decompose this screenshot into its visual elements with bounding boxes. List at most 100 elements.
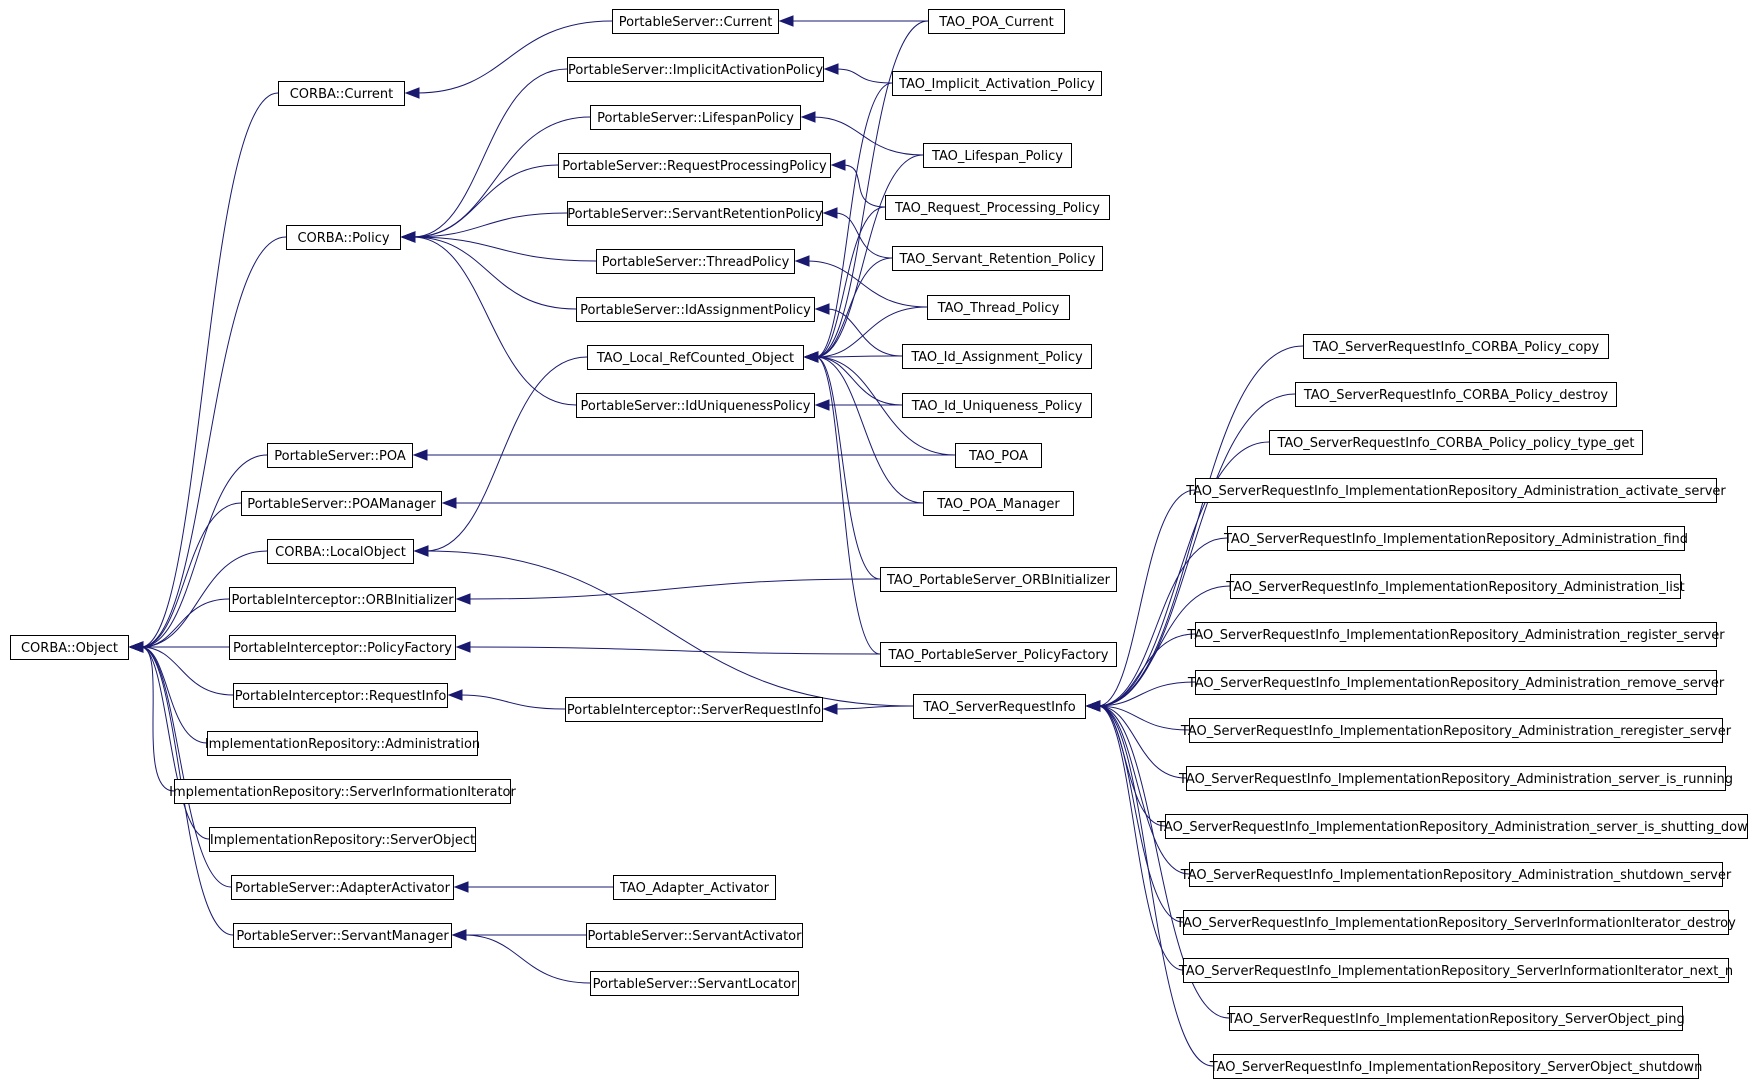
class-node-sri_admin_remove[interactable]: TAO_ServerRequestInfo_ImplementationRepo… [1187, 670, 1725, 695]
inheritance-edge [815, 356, 881, 655]
class-box [1195, 622, 1717, 647]
class-node-sri_admin_shuttingdown[interactable]: TAO_ServerRequestInfo_ImplementationRepo… [1156, 814, 1748, 839]
class-node-tao_servantret[interactable]: TAO_Servant_Retention_Policy [892, 246, 1103, 271]
class-node-ir_serverobject[interactable]: ImplementationRepository::ServerObject [209, 827, 476, 852]
class-node-tao_idassign[interactable]: TAO_Id_Assignment_Policy [902, 344, 1092, 369]
class-node-sri_admin_register[interactable]: TAO_ServerRequestInfo_ImplementationRepo… [1186, 622, 1725, 647]
class-node-sri_so_ping[interactable]: TAO_ServerRequestInfo_ImplementationRepo… [1226, 1006, 1685, 1031]
class-box [207, 731, 478, 756]
class-node-ps_servantlocator[interactable]: PortableServer::ServantLocator [590, 971, 799, 996]
inheritance-edge [140, 550, 268, 648]
class-node-tao_poa_current[interactable]: TAO_POA_Current [928, 9, 1065, 34]
class-node-sri_so_shutdown[interactable]: TAO_ServerRequestInfo_ImplementationRepo… [1209, 1054, 1703, 1079]
class-node-sri_admin_list[interactable]: TAO_ServerRequestInfo_ImplementationRepo… [1225, 574, 1685, 599]
arrowhead [404, 87, 420, 99]
arrowhead [455, 593, 471, 605]
class-node-corba_current[interactable]: CORBA::Current [278, 81, 405, 106]
class-node-corba_object[interactable]: CORBA::Object [10, 635, 129, 660]
arrowhead [814, 399, 830, 411]
class-node-ps_iduniq[interactable]: PortableServer::IdUniquenessPolicy [576, 393, 815, 418]
class-node-pi_policyfactory[interactable]: PortableInterceptor::PolicyFactory [229, 635, 456, 660]
class-box [596, 249, 795, 274]
class-label: PortableServer::AdapterActivator [235, 881, 451, 896]
class-node-tao_lifespan[interactable]: TAO_Lifespan_Policy [923, 143, 1072, 168]
inheritance-edge [140, 502, 242, 648]
class-node-sri_admin_find[interactable]: TAO_ServerRequestInfo_ImplementationRepo… [1223, 526, 1688, 551]
class-node-sri_policy_typeget[interactable]: TAO_ServerRequestInfo_CORBA_Policy_polic… [1269, 430, 1643, 455]
class-node-tao_reqproc[interactable]: TAO_Request_Processing_Policy [885, 195, 1110, 220]
inheritance-edge [806, 260, 928, 308]
inheritance-edge [1097, 705, 1187, 779]
class-node-tao_adapteractivator[interactable]: TAO_Adapter_Activator [613, 875, 776, 900]
class-node-ps_current[interactable]: PortableServer::Current [612, 9, 779, 34]
class-node-ps_servantactivator[interactable]: PortableServer::ServantActivator [586, 923, 803, 948]
class-node-pi_serverreqinfo[interactable]: PortableInterceptor::ServerRequestInfo [565, 697, 823, 722]
class-node-ps_poa[interactable]: PortableServer::POA [267, 443, 413, 468]
class-node-sri_admin_running[interactable]: TAO_ServerRequestInfo_ImplementationRepo… [1178, 766, 1733, 791]
class-node-ps_implicit[interactable]: PortableServer::ImplicitActivationPolicy [567, 57, 824, 82]
class-label: PortableServer::ThreadPolicy [602, 255, 790, 270]
class-node-sri_iter_nextn[interactable]: TAO_ServerRequestInfo_ImplementationRepo… [1178, 958, 1733, 983]
class-node-ps_servantmanager[interactable]: PortableServer::ServantManager [233, 923, 452, 948]
class-node-tao_ps_policyfactory[interactable]: TAO_PortableServer_PolicyFactory [880, 642, 1117, 667]
class-box [1230, 574, 1681, 599]
class-box [955, 443, 1042, 468]
class-box [233, 683, 448, 708]
class-box [1195, 670, 1717, 695]
class-label: PortableServer::ServantLocator [593, 977, 797, 992]
class-node-sri_policy_copy[interactable]: TAO_ServerRequestInfo_CORBA_Policy_copy [1303, 334, 1609, 359]
class-node-corba_policy[interactable]: CORBA::Policy [286, 225, 401, 250]
class-node-sri_iter_destroy[interactable]: TAO_ServerRequestInfo_ImplementationRepo… [1175, 910, 1736, 935]
class-node-ps_idassign[interactable]: PortableServer::IdAssignmentPolicy [576, 297, 815, 322]
arrowhead [778, 15, 794, 27]
class-node-tao_ps_orbinit[interactable]: TAO_PortableServer_ORBInitializer [880, 567, 1117, 592]
class-node-ps_poamanager[interactable]: PortableServer::POAManager [241, 491, 442, 516]
arrowhead [794, 255, 810, 267]
inheritance-edge [425, 356, 588, 552]
class-label: TAO_Implicit_Activation_Policy [898, 77, 1095, 92]
inheritance-edge [1097, 705, 1214, 1067]
class-node-tao_localref[interactable]: TAO_Local_RefCounted_Object [587, 345, 804, 370]
inheritance-edge [1097, 705, 1184, 923]
class-node-tao_thread[interactable]: TAO_Thread_Policy [927, 295, 1070, 320]
class-node-ps_reqproc[interactable]: PortableServer::RequestProcessingPolicy [558, 153, 831, 178]
class-node-sri_policy_destroy[interactable]: TAO_ServerRequestInfo_CORBA_Policy_destr… [1295, 382, 1617, 407]
class-node-sri_admin_activate[interactable]: TAO_ServerRequestInfo_ImplementationRepo… [1185, 478, 1726, 503]
inheritance-edge [834, 705, 914, 710]
class-node-tao_poa[interactable]: TAO_POA [955, 443, 1042, 468]
inheritance-edge [140, 454, 268, 648]
class-label: TAO_POA_Manager [936, 497, 1060, 512]
class-label: TAO_ServerRequestInfo_ImplementationRepo… [1223, 532, 1688, 547]
arrowhead [128, 641, 144, 653]
class-node-sri_admin_reregister[interactable]: TAO_ServerRequestInfo_ImplementationRepo… [1180, 718, 1732, 743]
class-node-tao_poamanager[interactable]: TAO_POA_Manager [923, 491, 1074, 516]
inheritance-edge [412, 236, 577, 406]
class-node-tao_iduniq[interactable]: TAO_Id_Uniqueness_Policy [902, 393, 1092, 418]
inheritance-edge [815, 257, 893, 358]
class-label: TAO_ServerRequestInfo_ImplementationRepo… [1226, 1012, 1685, 1027]
class-box [565, 697, 823, 722]
class-node-pi_orbinit[interactable]: PortableInterceptor::ORBInitializer [229, 587, 456, 612]
class-node-corba_localobject[interactable]: CORBA::LocalObject [267, 539, 414, 564]
class-node-ps_thread[interactable]: PortableServer::ThreadPolicy [596, 249, 795, 274]
class-node-ps_lifespan[interactable]: PortableServer::LifespanPolicy [590, 105, 801, 130]
class-label: TAO_ServerRequestInfo_ImplementationRepo… [1187, 676, 1725, 691]
class-node-tao_serverreqinfo[interactable]: TAO_ServerRequestInfo [913, 694, 1086, 719]
class-node-pi_requestinfo[interactable]: PortableInterceptor::RequestInfo [233, 683, 448, 708]
class-node-sri_admin_shutdown[interactable]: TAO_ServerRequestInfo_ImplementationRepo… [1180, 862, 1732, 887]
class-label: PortableServer::RequestProcessingPolicy [562, 159, 827, 174]
class-box [1303, 334, 1609, 359]
class-node-ir_admin[interactable]: ImplementationRepository::Administration [205, 731, 480, 756]
class-node-ir_serverinfoiter[interactable]: ImplementationRepository::ServerInformat… [169, 779, 516, 804]
inheritance-edge [463, 934, 591, 984]
class-label: TAO_POA [968, 449, 1028, 464]
inheritance-edge [1097, 705, 1230, 1019]
class-node-tao_implicit[interactable]: TAO_Implicit_Activation_Policy [892, 71, 1102, 96]
inheritance-edge [1097, 705, 1184, 971]
inheritance-edge [425, 550, 914, 707]
inheritance-edge [1097, 585, 1231, 707]
inheritance-edge [412, 236, 597, 262]
class-node-ps_adapteractivator[interactable]: PortableServer::AdapterActivator [231, 875, 454, 900]
class-node-ps_servantret[interactable]: PortableServer::ServantRetentionPolicy [567, 201, 823, 226]
inheritance-edge [412, 236, 577, 310]
